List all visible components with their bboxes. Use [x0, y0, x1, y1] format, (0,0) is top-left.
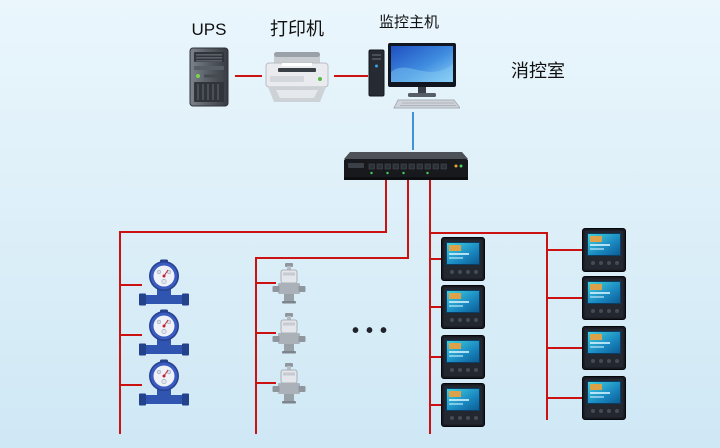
- desktop-computer-icon: [368, 43, 460, 109]
- monitoring-host-label: 监控主机: [378, 14, 439, 31]
- valve-icon: [272, 312, 306, 354]
- trunk-power-right: [430, 232, 548, 420]
- power-meter-icon: [582, 228, 626, 272]
- power-meter-icon: [582, 376, 626, 420]
- ups-device: [185, 46, 233, 108]
- monitoring-host-device: [368, 42, 460, 110]
- control-room-label: 消控室: [511, 61, 565, 81]
- power-meter-device: [441, 335, 485, 379]
- ellipsis: •••: [351, 320, 394, 342]
- ups-tower-icon: [189, 47, 229, 107]
- power-meter-device: [441, 237, 485, 281]
- printer-label: 打印机: [270, 19, 324, 39]
- power-meter-device: [582, 376, 626, 420]
- printer-icon: [265, 52, 329, 102]
- valve-device: [272, 312, 306, 354]
- power-meter-icon: [441, 335, 485, 379]
- valve-device: [272, 262, 306, 304]
- power-meter-icon: [582, 326, 626, 370]
- power-meter-icon: [441, 383, 485, 427]
- valve-icon: [272, 262, 306, 304]
- water-meter-icon: [138, 259, 190, 311]
- power-meter-icon: [441, 237, 485, 281]
- power-meter-device: [582, 276, 626, 320]
- power-meter-device: [441, 383, 485, 427]
- water-meter-icon: [138, 359, 190, 411]
- power-meter-device: [582, 228, 626, 272]
- valve-device: [272, 362, 306, 404]
- water-meter-icon: [138, 309, 190, 361]
- ups-label: UPS: [191, 20, 227, 39]
- water-meter-device: [138, 359, 190, 411]
- switch-device: [342, 150, 468, 186]
- printer-device: [262, 50, 332, 108]
- valve-icon: [272, 362, 306, 404]
- water-meter-device: [138, 309, 190, 361]
- water-meter-device: [138, 259, 190, 311]
- power-meter-device: [441, 285, 485, 329]
- power-meter-device: [582, 326, 626, 370]
- network-switch-icon: [344, 152, 468, 180]
- power-meter-icon: [441, 285, 485, 329]
- power-meter-icon: [582, 276, 626, 320]
- trunk-water-meters: [119, 180, 387, 434]
- trunk-valves: [255, 180, 409, 434]
